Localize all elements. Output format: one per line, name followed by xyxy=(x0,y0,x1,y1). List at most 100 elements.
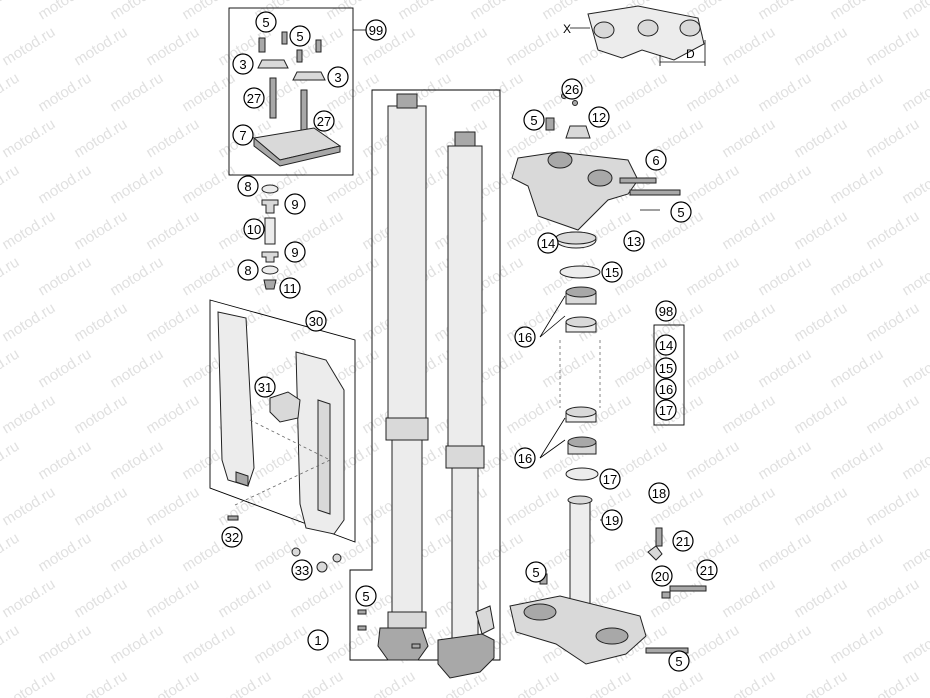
fork-legs xyxy=(349,89,501,679)
callout-15b: 15 xyxy=(655,357,677,379)
watermark-text: motod.ru xyxy=(719,576,778,622)
callout-9a: 9 xyxy=(284,193,306,215)
watermark-text: motod.ru xyxy=(287,576,346,622)
watermark-text: motod.ru xyxy=(107,254,166,300)
watermark-text: motod.ru xyxy=(755,438,814,484)
watermark-text: motod.ru xyxy=(647,392,706,438)
callout-number: 99 xyxy=(369,23,383,38)
watermark-text: motod.ru xyxy=(107,0,166,23)
watermark-text: motod.ru xyxy=(755,254,814,300)
callout-10: 10 xyxy=(243,218,265,240)
callout-number: 16 xyxy=(518,330,532,345)
watermark-text: motod.ru xyxy=(0,576,58,622)
watermark-text: motod.ru xyxy=(827,346,886,392)
callout-5a: 5 xyxy=(255,11,277,33)
callout-number: 5 xyxy=(296,29,303,44)
callout-8b: 8 xyxy=(237,259,259,281)
watermark-text: motod.ru xyxy=(143,668,202,698)
watermark-text: motod.ru xyxy=(683,346,742,392)
watermark-text: motod.ru xyxy=(827,622,886,668)
watermark-text: motod.ru xyxy=(71,24,130,70)
callout-99: 99 xyxy=(365,19,387,41)
watermark-text: motod.ru xyxy=(287,668,346,698)
watermark-text: motod.ru xyxy=(719,24,778,70)
callout-6: 6 xyxy=(645,149,667,171)
fork-guard-group xyxy=(209,299,356,573)
callout-number: 9 xyxy=(291,197,298,212)
watermark-text: motod.ru xyxy=(503,484,562,530)
watermark-text: motod.ru xyxy=(0,254,22,300)
callout-21a: 21 xyxy=(672,530,694,552)
watermark-text: motod.ru xyxy=(899,254,930,300)
watermark-text: motod.ru xyxy=(503,668,562,698)
callout-number: 8 xyxy=(244,179,251,194)
watermark-text: motod.ru xyxy=(683,254,742,300)
watermark-text: motod.ru xyxy=(0,484,58,530)
callout-3b: 3 xyxy=(327,66,349,88)
watermark-text: motod.ru xyxy=(323,622,382,668)
watermark-text: motod.ru xyxy=(899,70,930,116)
watermark-text: motod.ru xyxy=(35,346,94,392)
watermark-text: motod.ru xyxy=(719,484,778,530)
callout-9b: 9 xyxy=(284,241,306,263)
watermark-text: motod.ru xyxy=(863,668,922,698)
watermark-text: motod.ru xyxy=(35,438,94,484)
watermark-text: motod.ru xyxy=(71,668,130,698)
callout-number: 18 xyxy=(652,486,666,501)
callout-number: 7 xyxy=(239,128,246,143)
watermark-text: motod.ru xyxy=(647,300,706,346)
upper-triple-clamp xyxy=(511,93,681,231)
watermark-text: motod.ru xyxy=(143,300,202,346)
callout-1: 1 xyxy=(307,629,329,651)
watermark-text: motod.ru xyxy=(0,208,58,254)
callout-5c: 5 xyxy=(355,585,377,607)
watermark-text: motod.ru xyxy=(0,530,22,576)
callout-11: 11 xyxy=(279,277,301,299)
watermark-text: motod.ru xyxy=(179,254,238,300)
watermark-text: motod.ru xyxy=(395,0,454,23)
watermark-text: motod.ru xyxy=(683,162,742,208)
callout-20: 20 xyxy=(651,565,673,587)
watermark-text: motod.ru xyxy=(719,116,778,162)
callout-5b: 5 xyxy=(289,25,311,47)
callout-5g: 5 xyxy=(668,650,690,672)
watermark-text: motod.ru xyxy=(35,0,94,23)
callout-number: 30 xyxy=(309,314,323,329)
callout-number: 1 xyxy=(314,633,321,648)
callout-18: 18 xyxy=(648,482,670,504)
watermark-text: motod.ru xyxy=(791,668,850,698)
callout-number: 98 xyxy=(659,304,673,319)
callout-number: 33 xyxy=(295,563,309,578)
watermark-text: motod.ru xyxy=(215,576,274,622)
callout-number: 5 xyxy=(362,589,369,604)
watermark-text: motod.ru xyxy=(0,668,58,698)
callout-number: 16 xyxy=(518,451,532,466)
watermark-text: motod.ru xyxy=(323,530,382,576)
watermark-text: motod.ru xyxy=(827,70,886,116)
watermark-text: motod.ru xyxy=(863,300,922,346)
callout-number: 17 xyxy=(659,403,673,418)
watermark-text: motod.ru xyxy=(107,162,166,208)
callout-number: 20 xyxy=(655,569,669,584)
watermark-text: motod.ru xyxy=(0,70,22,116)
callout-number: 15 xyxy=(605,265,619,280)
watermark-text: motod.ru xyxy=(503,24,562,70)
callout-number: 21 xyxy=(676,534,690,549)
callout-number: 14 xyxy=(541,236,555,251)
callout-5d: 5 xyxy=(523,109,545,131)
watermark-text: motod.ru xyxy=(827,530,886,576)
watermark-text: motod.ru xyxy=(71,392,130,438)
callout-number: 9 xyxy=(291,245,298,260)
callout-number: 31 xyxy=(258,380,272,395)
watermark-text: motod.ru xyxy=(719,208,778,254)
callout-number: 5 xyxy=(530,113,537,128)
callout-number: 17 xyxy=(603,472,617,487)
watermark-text: motod.ru xyxy=(107,346,166,392)
watermark-text: motod.ru xyxy=(143,484,202,530)
callout-number: 10 xyxy=(247,222,261,237)
callout-number: 5 xyxy=(532,565,539,580)
watermark-text: motod.ru xyxy=(143,576,202,622)
watermark-text: motod.ru xyxy=(0,300,58,346)
callout-15a: 15 xyxy=(601,261,623,283)
